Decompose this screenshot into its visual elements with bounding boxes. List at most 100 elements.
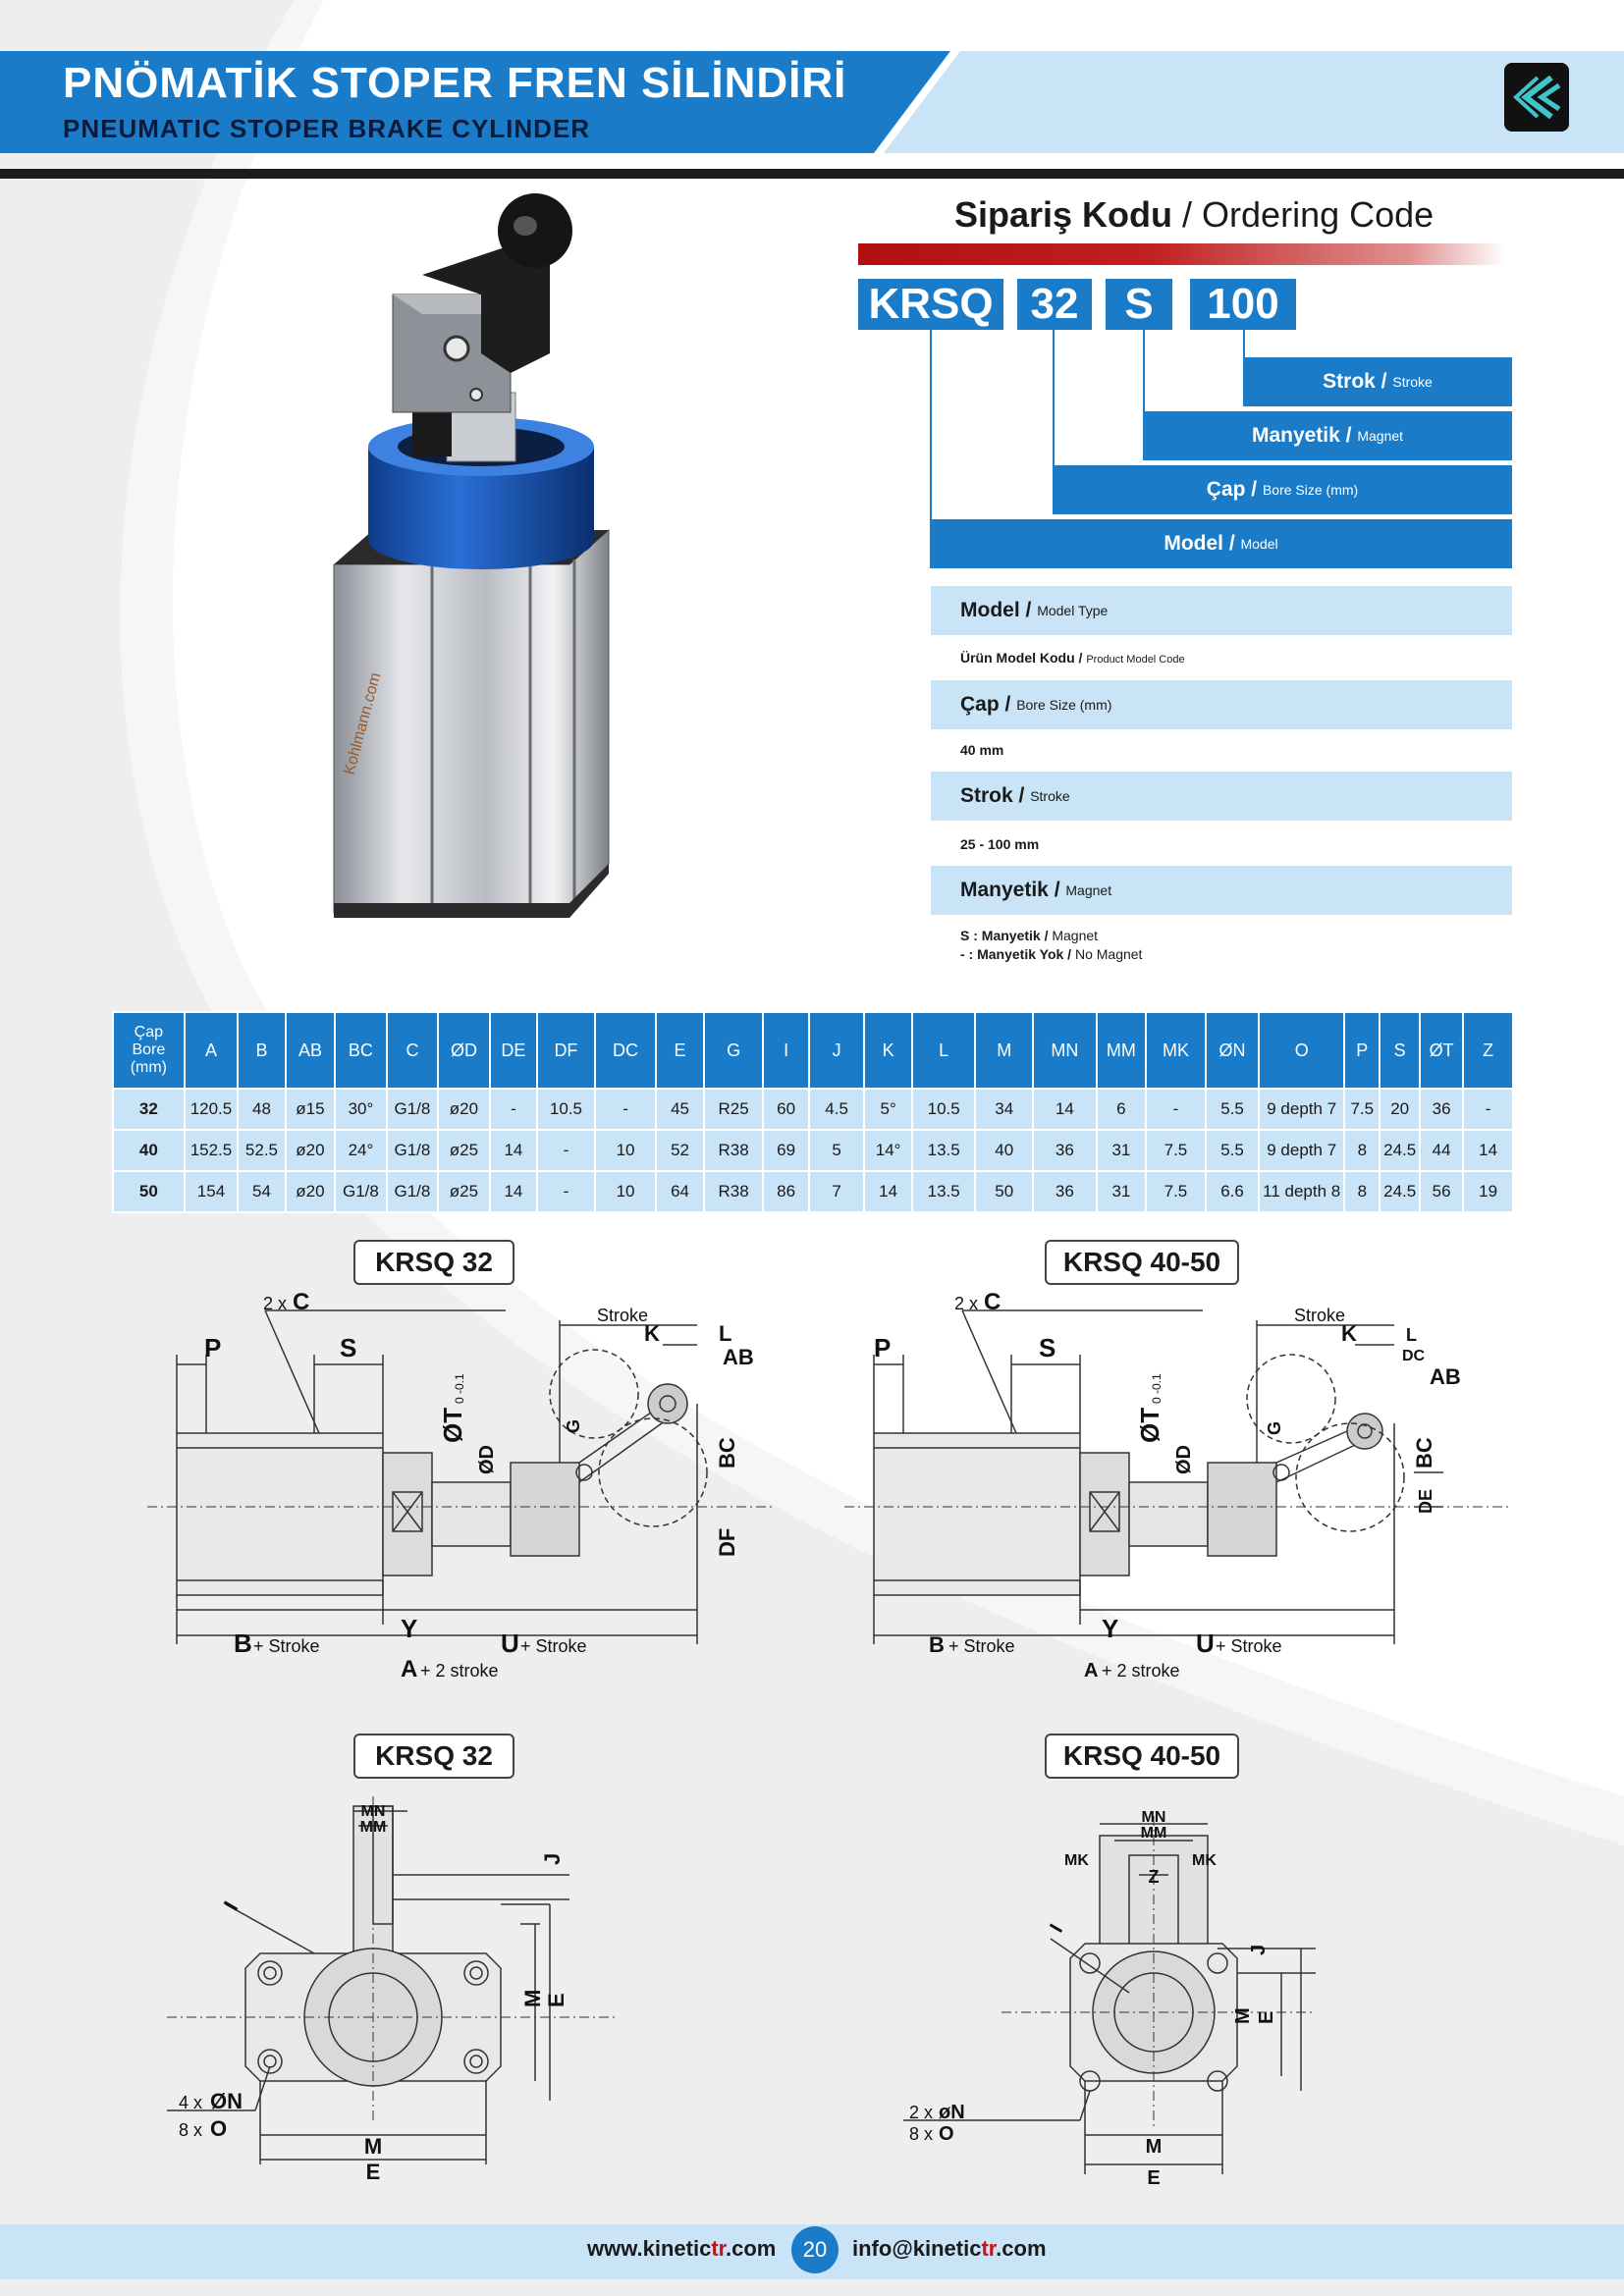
table-cell: 30°	[334, 1088, 388, 1131]
table-cell: 14	[1462, 1129, 1514, 1172]
detail-bore-value: 40 mm	[960, 742, 1004, 758]
detail-bore-header: Çap / Bore Size (mm)	[931, 680, 1512, 729]
detail-magnet-value-2: - : Manyetik Yok / No Magnet	[960, 946, 1143, 962]
svg-text:AB: AB	[723, 1345, 754, 1369]
svg-text:Stroke: Stroke	[1294, 1306, 1345, 1325]
table-cell: 7.5	[1343, 1088, 1381, 1131]
table-cell: 60	[762, 1088, 810, 1131]
table-cell: ø20	[437, 1088, 491, 1131]
band-model: Model / Model	[930, 519, 1512, 568]
svg-text:øN: øN	[939, 2102, 965, 2123]
page-title-tr: PNÖMATİK STOPER FREN SİLİNDİRİ	[63, 59, 847, 107]
svg-text:ØT: ØT	[1135, 1408, 1164, 1443]
table-cell: 64	[655, 1170, 705, 1213]
table-cell: 54	[237, 1170, 287, 1213]
col-header: DC	[593, 1011, 658, 1090]
svg-text:U: U	[501, 1629, 519, 1658]
col-header: AB	[284, 1011, 337, 1090]
svg-text:M: M	[364, 2134, 382, 2159]
svg-text:Y: Y	[401, 1614, 417, 1643]
table-cell: ø20	[284, 1129, 337, 1172]
svg-text:2 x: 2 x	[909, 2103, 933, 2122]
col-header: ØD	[437, 1011, 491, 1090]
table-cell: 152.5	[183, 1129, 240, 1172]
footer-website-link[interactable]: www.kinetictr.com	[587, 2236, 777, 2261]
connector-bore	[1053, 330, 1055, 467]
svg-text:MK: MK	[1064, 1852, 1089, 1869]
svg-text:+ Stroke: + Stroke	[520, 1636, 587, 1656]
table-cell: 36	[1032, 1129, 1098, 1172]
bore-cell: 40	[112, 1129, 186, 1172]
table-cell: ø25	[437, 1170, 491, 1213]
table-cell: 14	[1032, 1088, 1098, 1131]
col-header: E	[655, 1011, 705, 1090]
table-cell: 36	[1418, 1088, 1465, 1131]
svg-text:I: I	[1046, 1921, 1067, 1937]
col-header: ØN	[1204, 1011, 1261, 1090]
svg-text:E: E	[1256, 2011, 1277, 2024]
table-cell: 5	[807, 1129, 866, 1172]
svg-text:8 x: 8 x	[179, 2120, 202, 2140]
table-cell: 14	[488, 1129, 539, 1172]
svg-text:BC: BC	[1412, 1437, 1436, 1468]
footer-email-link[interactable]: info@kinetictr.com	[852, 2236, 1047, 2261]
svg-text:4 x: 4 x	[179, 2093, 202, 2112]
svg-text:A: A	[401, 1656, 417, 1682]
table-cell: 48	[237, 1088, 287, 1131]
svg-text:A: A	[1084, 1660, 1098, 1682]
svg-text:0 -0.1: 0 -0.1	[1150, 1373, 1164, 1404]
table-cell: 31	[1095, 1129, 1148, 1172]
svg-text:E: E	[366, 2160, 381, 2184]
ordering-code-title: Sipariş Kodu / Ordering Code	[954, 194, 1435, 235]
table-cell: 24.5	[1379, 1170, 1421, 1213]
svg-text:MN: MN	[361, 1803, 386, 1820]
table-cell: 6.6	[1204, 1170, 1261, 1213]
connector-model	[930, 330, 932, 522]
table-cell: 14	[863, 1170, 913, 1213]
ordering-code-underline	[858, 243, 1506, 265]
table-cell: -	[488, 1088, 539, 1131]
table-cell: 14	[488, 1170, 539, 1213]
detail-model-header: Model / Model Type	[931, 586, 1512, 635]
svg-text:Y: Y	[1102, 1614, 1118, 1643]
table-cell: 11 depth 8	[1258, 1170, 1346, 1213]
col-header: I	[762, 1011, 810, 1090]
table-cell: 34	[974, 1088, 1035, 1131]
col-header: DE	[488, 1011, 539, 1090]
svg-text:C: C	[293, 1289, 309, 1315]
header-divider	[0, 169, 1624, 179]
table-cell: -	[593, 1088, 658, 1131]
svg-text:M: M	[1232, 2007, 1254, 2024]
svg-text:MK: MK	[1192, 1852, 1217, 1869]
col-header: M	[974, 1011, 1035, 1090]
svg-text:+ Stroke: + Stroke	[253, 1636, 320, 1656]
svg-text:O: O	[939, 2123, 954, 2145]
svg-text:G: G	[1265, 1421, 1284, 1435]
table-cell: 5.5	[1204, 1129, 1261, 1172]
table-cell: G1/8	[385, 1088, 440, 1131]
table-cell: 13.5	[910, 1170, 977, 1213]
chevron-logo-icon	[1513, 75, 1561, 120]
col-header: BC	[334, 1011, 388, 1090]
bore-cell: 32	[112, 1088, 186, 1131]
col-header: K	[863, 1011, 913, 1090]
table-cell: 20	[1379, 1088, 1421, 1131]
front-view-drawing-32: MN MM J I M E M E 4 x ØN 8 x O	[167, 1796, 619, 2184]
svg-text:B: B	[929, 1632, 945, 1657]
table-cell: 50	[974, 1170, 1035, 1213]
table-cell: -	[536, 1170, 596, 1213]
col-header: S	[1379, 1011, 1421, 1090]
band-stroke: Strok / Stroke	[1243, 357, 1512, 406]
col-header: MM	[1095, 1011, 1148, 1090]
side-view-drawing-40-50: 2 x C P S Stroke K L DC AB ØT 0 -0.1 ØD …	[844, 1289, 1512, 1682]
table-cell: 9 depth 7	[1258, 1129, 1346, 1172]
svg-text:C: C	[984, 1289, 1001, 1315]
table-cell: 24°	[334, 1129, 388, 1172]
svg-text:ØD: ØD	[476, 1445, 498, 1474]
svg-text:MM: MM	[1141, 1825, 1167, 1842]
svg-text:O: O	[210, 2116, 227, 2141]
drawing-label-front-40-50: KRSQ 40-50	[1045, 1734, 1239, 1779]
code-model: KRSQ	[858, 279, 1003, 330]
